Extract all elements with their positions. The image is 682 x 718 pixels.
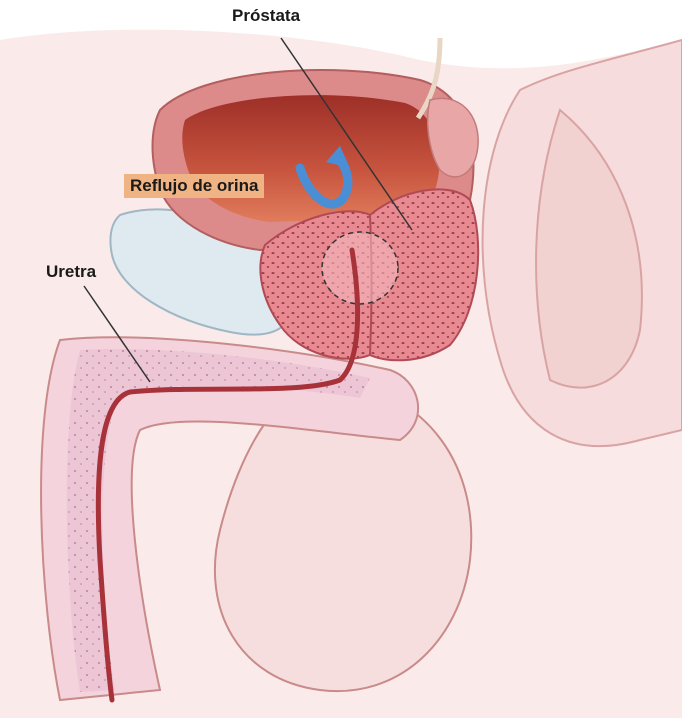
label-urethra: Uretra [46,262,96,282]
enlarged-zone-outline [322,232,398,304]
label-prostate: Próstata [232,6,300,26]
label-urine-reflux: Reflujo de orina [124,174,264,198]
